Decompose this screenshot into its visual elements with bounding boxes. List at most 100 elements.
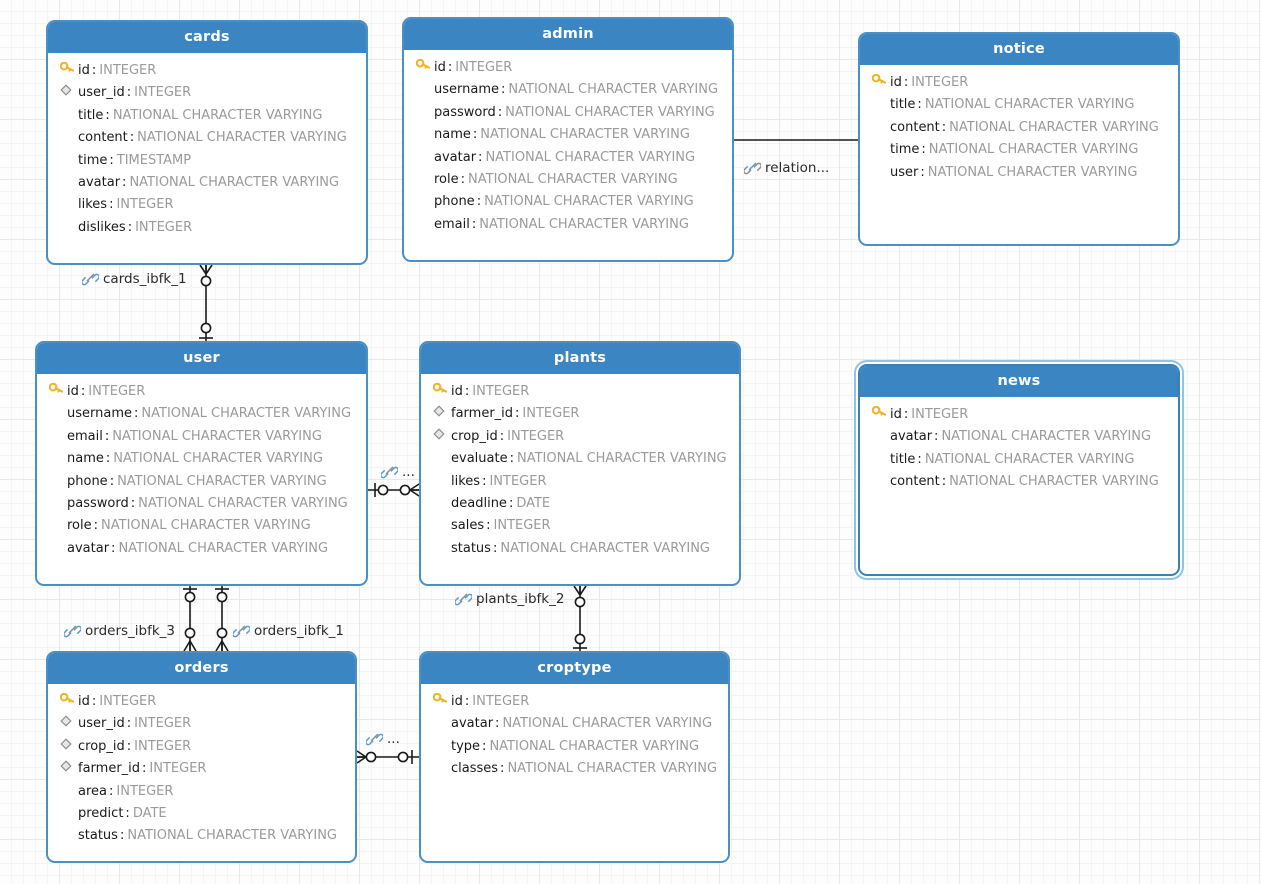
entity-field-row[interactable]: id:INTEGER [48, 60, 366, 82]
entity-field-row[interactable]: username:NATIONAL CHARACTER VARYING [404, 79, 732, 101]
field-type: INTEGER [134, 738, 192, 754]
entity-field-row[interactable]: id:INTEGER [421, 691, 728, 713]
entity-field-row[interactable]: dislikes:INTEGER [48, 217, 366, 239]
field-separator: : [508, 495, 514, 511]
entity-field-row[interactable]: crop_id:INTEGER [48, 736, 355, 758]
entity-field-row[interactable]: role:NATIONAL CHARACTER VARYING [404, 169, 732, 191]
field-name: avatar [451, 716, 494, 732]
entity-field-row[interactable]: title:NATIONAL CHARACTER VARYING [860, 94, 1178, 116]
entity-field-row[interactable]: id:INTEGER [404, 57, 732, 79]
entity-field-row[interactable]: title:NATIONAL CHARACTER VARYING [48, 105, 366, 127]
relationship-label-relation[interactable]: relation... [744, 161, 829, 176]
entity-field-row[interactable]: predict:DATE [48, 803, 355, 825]
entity-field-row[interactable]: phone:NATIONAL CHARACTER VARYING [37, 471, 366, 493]
key-icon [60, 693, 78, 707]
entity-field-row[interactable]: id:INTEGER [37, 381, 366, 403]
field-name: content [890, 474, 940, 490]
entity-field-row[interactable]: email:NATIONAL CHARACTER VARYING [37, 426, 366, 448]
entity-field-row[interactable]: password:NATIONAL CHARACTER VARYING [404, 102, 732, 124]
entity-field-row[interactable]: deadline:DATE [421, 493, 739, 515]
field-type: NATIONAL CHARACTER VARYING [112, 107, 323, 123]
field-type: INTEGER [134, 85, 192, 101]
relationship-label-user-plants[interactable]: ... [381, 465, 415, 480]
entity-field-row[interactable]: id:INTEGER [860, 404, 1178, 426]
relationship-label-cards-ibfk-1[interactable]: cards_ibfk_1 [82, 272, 187, 287]
entity-field-row[interactable]: user:NATIONAL CHARACTER VARYING [860, 162, 1178, 184]
field-separator: : [478, 149, 483, 165]
entity-field-row[interactable]: avatar:NATIONAL CHARACTER VARYING [37, 538, 366, 560]
field-separator: : [471, 216, 477, 232]
entity-field-row[interactable]: content:NATIONAL CHARACTER VARYING [860, 117, 1178, 139]
entity-field-row[interactable]: content:NATIONAL CHARACTER VARYING [48, 127, 366, 149]
field-separator: : [464, 384, 470, 399]
entity-field-row[interactable]: content:NATIONAL CHARACTER VARYING [860, 471, 1178, 493]
field-separator: : [105, 107, 110, 123]
field-name: time [78, 152, 108, 168]
entity-field-row[interactable]: avatar:NATIONAL CHARACTER VARYING [48, 172, 366, 194]
field-name: status [78, 828, 118, 844]
entity-field-row[interactable]: classes:NATIONAL CHARACTER VARYING [421, 758, 728, 780]
field-type: NATIONAL CHARACTER VARYING [516, 451, 727, 467]
entity-field-row[interactable]: password:NATIONAL CHARACTER VARYING [37, 493, 366, 515]
field-icon-none [433, 715, 451, 729]
entity-field-row[interactable]: email:NATIONAL CHARACTER VARYING [404, 214, 732, 236]
entity-field-row[interactable]: phone:NATIONAL CHARACTER VARYING [404, 191, 732, 213]
entity-field-row[interactable]: user_id:INTEGER [48, 82, 366, 104]
entity-field-row[interactable]: status:NATIONAL CHARACTER VARYING [421, 538, 739, 560]
entity-field-row[interactable]: avatar:NATIONAL CHARACTER VARYING [421, 713, 728, 735]
entity-field-row[interactable]: avatar:NATIONAL CHARACTER VARYING [404, 147, 732, 169]
entity-field-row[interactable]: sales:INTEGER [421, 515, 739, 537]
field-name: phone [67, 473, 108, 489]
entity-field-row[interactable]: id:INTEGER [48, 691, 355, 713]
entity-field-row[interactable]: id:INTEGER [421, 381, 739, 403]
entity-field-row[interactable]: farmer_id:INTEGER [48, 758, 355, 780]
field-name: id [890, 407, 902, 422]
relationship-label-plants-ibfk-2[interactable]: plants_ibfk_2 [455, 592, 564, 607]
field-separator: : [126, 716, 132, 732]
entity-field-row[interactable]: crop_id:INTEGER [421, 426, 739, 448]
entity-field-row[interactable]: likes:INTEGER [48, 194, 366, 216]
entity-field-row[interactable]: type:NATIONAL CHARACTER VARYING [421, 736, 728, 758]
entity-field-row[interactable]: avatar:NATIONAL CHARACTER VARYING [860, 426, 1178, 448]
entity-field-row[interactable]: likes:INTEGER [421, 471, 739, 493]
entity-field-row[interactable]: time:NATIONAL CHARACTER VARYING [860, 139, 1178, 161]
field-type: NATIONAL CHARACTER VARYING [928, 142, 1139, 158]
chain-link-icon [82, 273, 99, 286]
field-icon-none [433, 738, 451, 752]
entity-field-row[interactable]: name:NATIONAL CHARACTER VARYING [404, 124, 732, 146]
entity-field-row[interactable]: id:INTEGER [860, 72, 1178, 94]
relationship-label-orders-ibfk-1[interactable]: orders_ibfk_1 [233, 624, 344, 639]
field-separator: : [91, 694, 97, 709]
entity-field-row[interactable]: time:TIMESTAMP [48, 150, 366, 172]
entity-field-row[interactable]: role:NATIONAL CHARACTER VARYING [37, 515, 366, 537]
entity-field-row[interactable]: evaluate:NATIONAL CHARACTER VARYING [421, 448, 739, 470]
entity-field-row[interactable]: area:INTEGER [48, 781, 355, 803]
field-icon-none [60, 107, 78, 121]
field-type: INTEGER [911, 407, 969, 422]
field-type: NATIONAL CHARACTER VARYING [113, 451, 323, 467]
entity-field-row[interactable]: user_id:INTEGER [48, 713, 355, 735]
diamond-icon [60, 84, 78, 98]
entity-field-row[interactable]: farmer_id:INTEGER [421, 403, 739, 425]
field-separator: : [903, 75, 909, 90]
entity-field-row[interactable]: username:NATIONAL CHARACTER VARYING [37, 403, 366, 425]
entity-field-row[interactable]: name:NATIONAL CHARACTER VARYING [37, 448, 366, 470]
entity-field-row[interactable]: status:NATIONAL CHARACTER VARYING [48, 825, 355, 847]
edge-orders-croptype [356, 750, 419, 764]
relationship-label-orders-ibfk-3[interactable]: orders_ibfk_3 [64, 624, 175, 639]
field-separator: : [499, 428, 505, 444]
key-icon [872, 406, 890, 420]
field-name: title [890, 451, 916, 467]
entity-field-row[interactable]: title:NATIONAL CHARACTER VARYING [860, 449, 1178, 471]
relationship-label-orders-croptype[interactable]: ... [366, 732, 400, 747]
field-icon-none [433, 495, 451, 509]
